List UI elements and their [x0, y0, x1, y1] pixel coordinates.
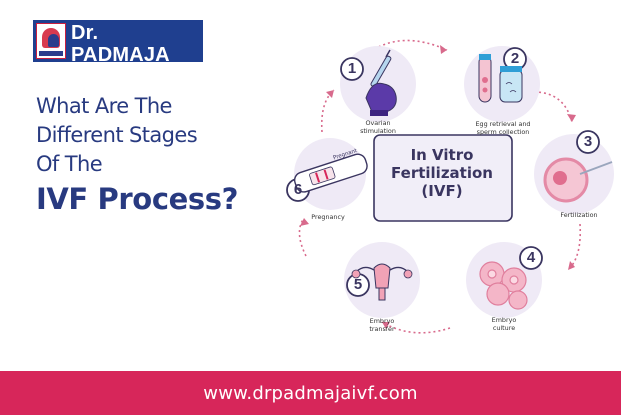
arrowhead-4-5	[382, 322, 390, 329]
logo-text: Dr. PADMAJA Fertility (IVF) Center	[69, 20, 203, 78]
website-link[interactable]: www.drpadmajaivf.com	[203, 382, 418, 404]
badge-4	[519, 246, 543, 270]
page-heading: What Are The Different Stages Of The IVF…	[36, 92, 266, 219]
step-5-label: Embryo transfer	[350, 317, 414, 333]
step-3-label: Fertilization	[544, 211, 614, 219]
test-tubes-icon	[478, 54, 523, 103]
step-6-label-line-1: Pregnancy	[311, 213, 345, 221]
step-5-label-line-2: transfer	[369, 325, 395, 333]
step-5-label-line-1: Embryo	[369, 317, 395, 325]
badge-3	[576, 130, 600, 154]
center-title-line-3: (IVF)	[421, 182, 463, 200]
step-4-label-line-2: culture	[492, 324, 516, 332]
logo-name: Dr. PADMAJA	[71, 22, 170, 66]
arrowhead-6-1	[326, 90, 334, 98]
step-5-number: 5	[353, 276, 363, 293]
arrowhead-1-2	[440, 45, 447, 54]
arrow-1-2	[369, 39, 448, 53]
center-box	[373, 134, 513, 222]
step-3-number: 3	[583, 133, 593, 150]
step-1-number: 1	[347, 60, 357, 77]
step-2-number: 2	[510, 50, 520, 67]
heading-line-1: What Are The	[36, 94, 172, 118]
heading-line-4: IVF Process?	[36, 182, 239, 216]
embryo-cells-icon	[479, 261, 528, 310]
step-6-number: 6	[293, 181, 303, 198]
logo-subtitle: Fertility (IVF) Center	[102, 66, 197, 78]
ivf-cycle-diagram: Pregnant 1 2 3 4 5 6 In Vitro Fertilizat…	[282, 32, 621, 367]
heading-line-2: Different Stages	[36, 123, 198, 147]
step-1-label-line-2: stimulation	[360, 127, 396, 135]
step-1-label: Ovarian stimulation	[338, 119, 418, 135]
step-4-number: 4	[526, 249, 536, 266]
step-2-label-line-2: sperm collection	[476, 128, 530, 136]
uterus-icon	[351, 263, 413, 301]
footer-bar: www.drpadmajaivf.com	[0, 371, 621, 415]
egg-cell-icon	[543, 157, 613, 203]
cycle-graphics: Pregnant	[286, 39, 614, 334]
step-4-label-line-1: Embryo	[491, 316, 517, 324]
step-3-label-line-1: Fertilization	[560, 211, 598, 219]
arrow-6-1	[320, 89, 335, 133]
heading-line-3: Of The	[36, 152, 103, 176]
logo-emblem-icon	[36, 23, 66, 59]
clinic-logo: Dr. PADMAJA Fertility (IVF) Center	[33, 20, 203, 78]
arrowhead-5-6	[300, 218, 309, 226]
arrowhead-3-4	[568, 261, 575, 270]
arrowhead-2-3	[567, 114, 576, 122]
step-2-label: Egg retrieval and sperm collection	[458, 120, 548, 136]
step-4-label: Embryo culture	[472, 316, 536, 332]
badge-1	[340, 57, 364, 81]
arrow-4-5	[381, 321, 451, 334]
center-title-line-2: Fertilization	[391, 164, 493, 182]
step-1-label-line-1: Ovarian	[365, 119, 391, 127]
syringe-hand-icon	[365, 49, 397, 116]
arrow-2-3	[533, 91, 573, 123]
center-title-line-1: In Vitro	[410, 146, 474, 164]
step-2-label-line-1: Egg retrieval and	[475, 120, 531, 128]
pregnancy-test-icon: Pregnant	[293, 148, 368, 193]
step-6-label: Pregnancy	[296, 213, 360, 221]
center-title: In Vitro Fertilization (IVF)	[378, 146, 506, 200]
